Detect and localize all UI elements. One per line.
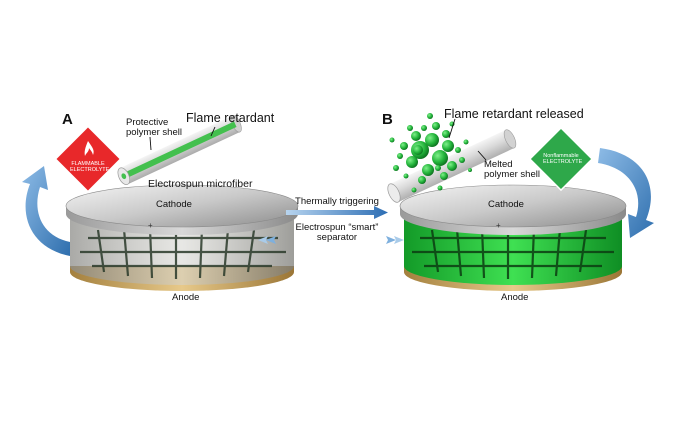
retardant-particle xyxy=(432,122,440,130)
cathode-label-a: Cathode xyxy=(156,199,192,210)
battery-b xyxy=(399,184,627,291)
cathode-disk-a xyxy=(65,184,299,228)
retardant-particle xyxy=(432,150,448,166)
retardant-particle xyxy=(393,165,399,171)
cathode-disk-b xyxy=(399,184,627,228)
separator-pointer-right xyxy=(386,236,396,244)
retardant-particle xyxy=(442,130,450,138)
retardant-particle xyxy=(403,173,409,179)
released-particles xyxy=(389,113,472,193)
retardant-particle xyxy=(389,137,395,143)
retardant-particle xyxy=(407,125,413,131)
svg-text:+: + xyxy=(148,221,153,230)
retardant-particle xyxy=(411,187,417,193)
svg-text:+: + xyxy=(496,221,501,230)
retardant-particle xyxy=(413,145,423,155)
hazard-text: FLAMMABLE ELECTROLYTE xyxy=(70,161,110,174)
released-label: Flame retardant released xyxy=(444,107,584,121)
safe-diamond xyxy=(528,126,594,192)
panel-b-letter: B xyxy=(382,111,393,128)
cycle-arrow-right xyxy=(598,148,654,238)
retardant-particle xyxy=(422,164,434,176)
retardant-particle xyxy=(406,156,418,168)
retardant-particle xyxy=(437,185,443,191)
melted-pointer xyxy=(477,150,487,161)
retardant-particle xyxy=(447,161,457,171)
retardant-particle xyxy=(425,133,439,147)
retardant-particle xyxy=(455,147,461,153)
separator-grid-b xyxy=(412,227,614,279)
retardant-particle xyxy=(411,131,421,141)
anode-label-b: Anode xyxy=(501,292,529,303)
retardant-particle xyxy=(459,157,465,163)
retardant-particle xyxy=(418,176,426,184)
retardant-particle xyxy=(440,172,448,180)
cycle-arrow-left xyxy=(22,166,70,256)
retardant-particle xyxy=(400,142,408,150)
separator-pointer-left xyxy=(266,236,276,244)
panel-a-letter: A xyxy=(62,111,73,128)
microfiber-label: Electrospun microfiber xyxy=(148,178,253,190)
hazard-diamond xyxy=(54,125,122,193)
flame-retardant-label: Flame retardant xyxy=(186,111,275,125)
retardant-particle xyxy=(468,168,472,172)
microfiber-a xyxy=(117,115,242,185)
retardant-particle xyxy=(442,140,454,152)
safe-text: Nonflammable ELECTROLYTE xyxy=(543,153,583,166)
trigger-label: Thermally triggering xyxy=(295,196,379,207)
retardant-particle xyxy=(435,165,441,171)
flame-icon xyxy=(84,141,94,156)
separator-grid-a xyxy=(80,227,286,279)
trigger-arrow xyxy=(286,206,388,219)
melted-shell-label: Melted polymer shell xyxy=(484,159,540,180)
cathode-label-b: Cathode xyxy=(488,199,524,210)
protective-shell-label: Protective polymer shell xyxy=(126,117,182,138)
retardant-particle xyxy=(427,113,433,119)
separator-label: Electrospun “smart” separator xyxy=(295,222,379,243)
retardant-particle xyxy=(463,139,469,145)
released-pointer xyxy=(448,118,456,139)
battery-a xyxy=(65,184,299,291)
anode-label-a: Anode xyxy=(172,292,200,303)
retardant-particle xyxy=(421,125,427,131)
retardant-particle xyxy=(397,153,403,159)
fiber-core-a xyxy=(124,121,237,179)
